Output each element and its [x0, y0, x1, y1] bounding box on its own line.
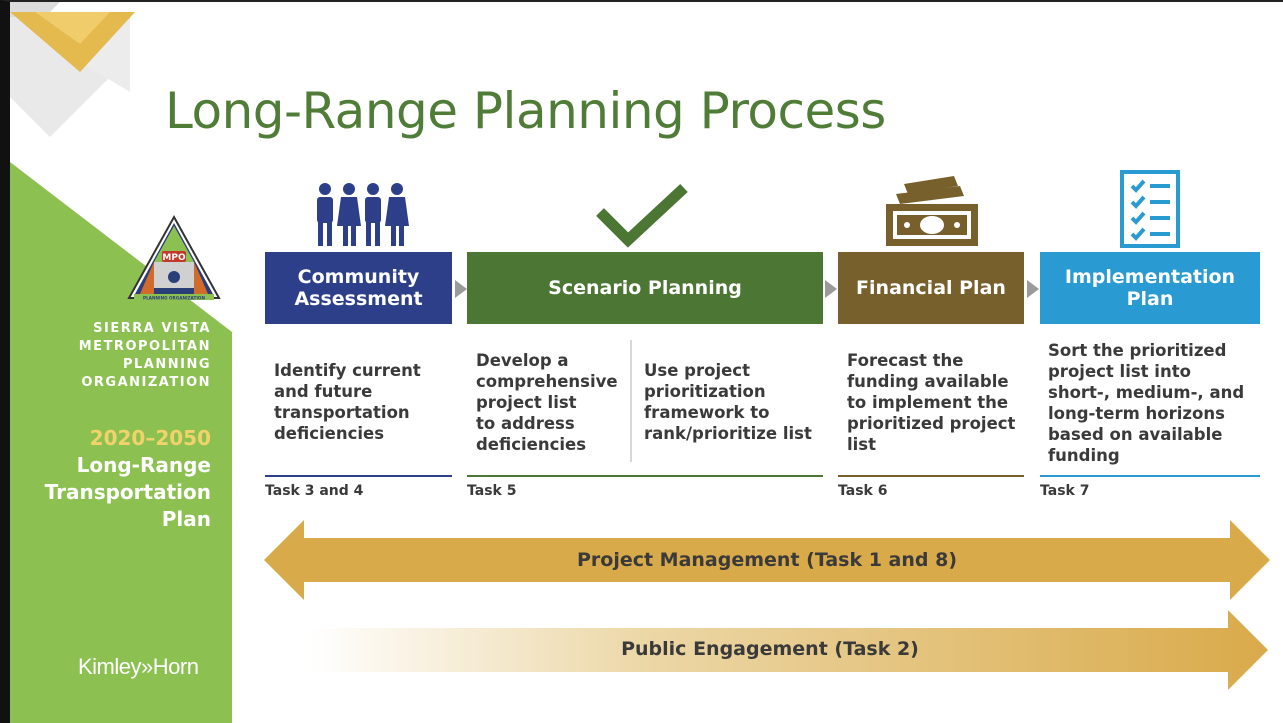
task-label: Task 7 — [1040, 483, 1090, 499]
step-description: Identify current and future transportati… — [274, 360, 421, 444]
step-scenario-planning: Scenario Planning — [467, 252, 823, 324]
divider — [265, 475, 452, 477]
desc-line: transportation — [274, 403, 410, 422]
desc-line: list — [847, 435, 877, 454]
step-description: Forecast the funding available to implem… — [847, 350, 1015, 455]
column-divider — [630, 340, 632, 462]
step-description: Sort the prioritized project list into s… — [1048, 340, 1244, 466]
desc-line: prioritized project — [847, 414, 1016, 433]
desc-line: funding — [1048, 446, 1120, 465]
plan-line: Long-Range — [76, 453, 211, 477]
divider — [1040, 475, 1260, 477]
mpo-logo-text: MPO — [162, 253, 186, 263]
desc-line: Identify current — [274, 361, 421, 380]
organization-name: SIERRA VISTA METROPOLITAN PLANNING ORGAN… — [31, 320, 211, 392]
page-title: Long-Range Planning Process — [165, 82, 886, 140]
org-line: SIERRA VISTA — [93, 321, 211, 336]
step-label: Financial Plan — [856, 277, 1006, 299]
desc-line: Sort the prioritized — [1048, 341, 1227, 360]
desc-line: framework to — [644, 403, 770, 422]
step-community-assessment: Community Assessment — [265, 252, 452, 324]
sidebar-background — [10, 2, 232, 723]
step-label: Plan — [1126, 288, 1174, 310]
plan-line: Plan — [161, 507, 211, 531]
desc-line: long-term horizons — [1048, 404, 1225, 423]
chevron-right-icon — [825, 280, 837, 298]
desc-line: to implement the — [847, 393, 1009, 412]
step-implementation-plan: Implementation Plan — [1040, 252, 1260, 324]
mpo-logo: MPO PLANNING ORGANIZATION — [127, 214, 221, 301]
desc-line: Use project — [644, 361, 750, 380]
money-icon — [886, 176, 978, 246]
desc-line: Forecast the — [847, 351, 964, 370]
checkmark-icon — [596, 183, 688, 248]
org-line: ORGANIZATION — [81, 375, 211, 390]
divider — [838, 475, 1024, 477]
desc-line: based on available — [1048, 425, 1223, 444]
people-icon — [317, 183, 409, 246]
mpo-logo-caption: PLANNING ORGANIZATION — [143, 296, 205, 301]
task-label: Task 3 and 4 — [265, 483, 364, 499]
public-engagement-label: Public Engagement (Task 2) — [621, 638, 919, 660]
task-label: Task 5 — [467, 483, 517, 499]
org-line: METROPOLITAN — [78, 339, 211, 354]
kimley-horn-logo: Kimley»Horn — [78, 654, 199, 679]
checklist-icon — [1120, 170, 1180, 248]
desc-line: project list — [476, 393, 577, 412]
desc-line: Develop a — [476, 351, 569, 370]
desc-line: deficiencies — [476, 435, 587, 454]
task-label: Task 6 — [838, 483, 888, 499]
step-label: Community — [297, 266, 420, 288]
desc-line: short-, medium-, and — [1048, 383, 1245, 402]
chevron-right-icon — [1027, 280, 1039, 298]
desc-line: project list into — [1048, 362, 1191, 381]
desc-line: funding available — [847, 372, 1009, 391]
project-management-label: Project Management (Task 1 and 8) — [576, 549, 958, 571]
plan-name: Long-Range Transportation Plan — [31, 452, 211, 533]
desc-line: deficiencies — [274, 424, 385, 443]
public-engagement-arrow — [310, 610, 1268, 690]
step-label: Implementation — [1064, 266, 1236, 288]
divider — [467, 475, 823, 477]
desc-line: comprehensive — [476, 372, 618, 391]
plan-years: 2020–2050 — [89, 426, 211, 450]
step-financial-plan: Financial Plan — [838, 252, 1024, 324]
plan-line: Transportation — [44, 480, 211, 504]
step-label: Assessment — [294, 288, 423, 310]
step-description: Use project prioritization framework to … — [644, 360, 812, 444]
desc-line: rank/prioritize list — [644, 424, 812, 443]
project-management-arrow — [264, 520, 1270, 600]
org-line: PLANNING — [122, 357, 211, 372]
desc-line: and future — [274, 382, 373, 401]
desc-line: prioritization — [644, 382, 766, 401]
chevron-right-icon — [455, 280, 467, 298]
desc-line: to address — [476, 414, 575, 433]
step-description: Develop a comprehensive project list to … — [476, 350, 618, 455]
step-label: Scenario Planning — [548, 277, 742, 299]
